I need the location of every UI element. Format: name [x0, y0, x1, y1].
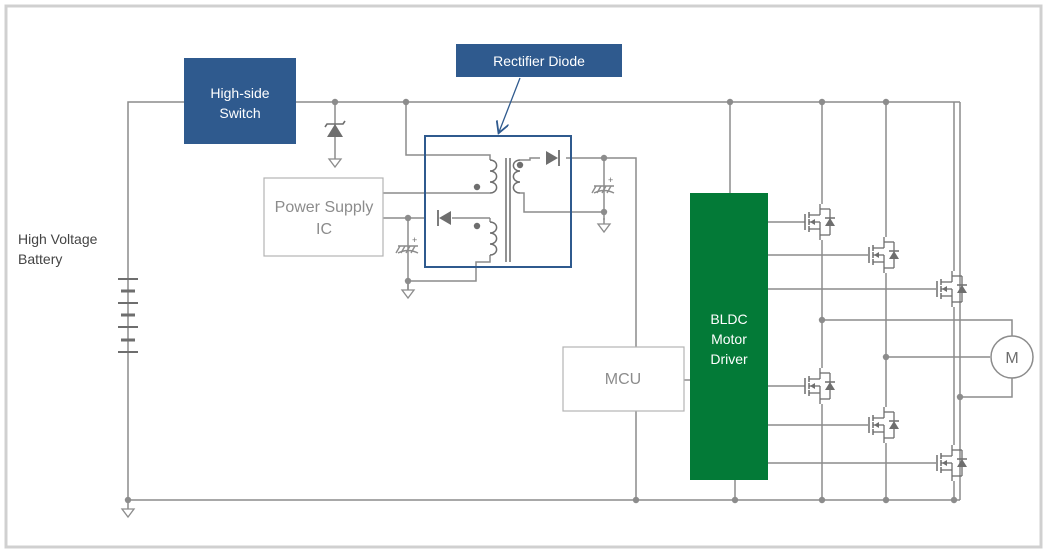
- rectifier-highlight-box: [424, 135, 572, 268]
- capacitor-icon: [591, 185, 615, 194]
- auxiliary-diode-icon: [437, 210, 451, 226]
- bldc-label-1: BLDC: [710, 311, 747, 327]
- rectifier-diode-callout: [456, 44, 622, 77]
- mcu-label: MCU: [605, 371, 641, 388]
- motor-icon: [990, 335, 1034, 379]
- bldc-motor-driver-block: [690, 193, 768, 480]
- battery-icon: [118, 278, 138, 353]
- power-supply-ic-block: [263, 177, 384, 257]
- diagram-frame: [4, 4, 1043, 549]
- transformer-icon: [489, 158, 521, 262]
- capacitor-plus-label: +: [608, 175, 613, 185]
- power-supply-label-2: IC: [316, 221, 332, 238]
- capacitor-plus-label: +: [412, 235, 417, 245]
- rectifier-callout-arrow: [499, 77, 521, 132]
- battery-label-1: High Voltage: [18, 231, 98, 247]
- power-supply-label-1: Power Supply: [275, 199, 374, 216]
- high-side-switch-label-2: Switch: [219, 105, 260, 121]
- high-side-switch-label-1: High-side: [210, 85, 269, 101]
- bldc-label-3: Driver: [710, 351, 748, 367]
- rectifier-diode-icon: [546, 150, 560, 166]
- motor-label: M: [1005, 350, 1018, 367]
- zener-diode-icon: [324, 120, 346, 137]
- high-side-switch-block: [184, 58, 296, 144]
- bldc-label-2: Motor: [711, 331, 747, 347]
- rectifier-diode-label: Rectifier Diode: [493, 53, 585, 69]
- capacitor-icon: [395, 245, 419, 254]
- battery-label-2: Battery: [18, 251, 62, 267]
- mcu-block: [562, 346, 685, 412]
